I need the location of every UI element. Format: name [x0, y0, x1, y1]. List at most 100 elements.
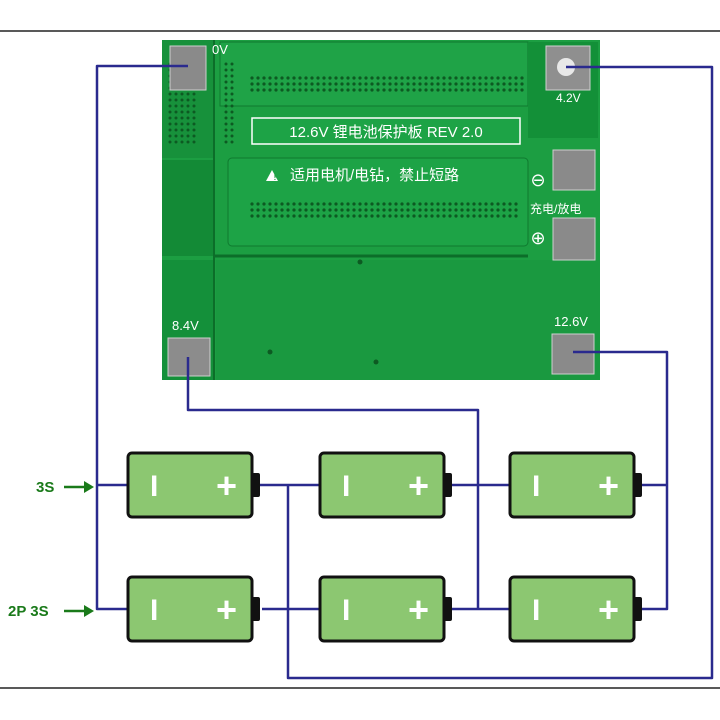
- via-dot: [224, 110, 228, 114]
- via-dot: [418, 208, 422, 212]
- via-dot: [310, 214, 314, 218]
- via-dot: [400, 88, 404, 92]
- via-dot: [304, 202, 308, 206]
- wire-12-6v: [573, 350, 669, 611]
- warning-text: 适用电机/电钻，禁止短路: [290, 167, 459, 184]
- via-dot: [340, 214, 344, 218]
- via-dot: [268, 82, 272, 86]
- battery: I+: [508, 451, 642, 519]
- via-dot: [186, 104, 190, 108]
- via-row-top: [250, 76, 524, 92]
- via-dot: [322, 208, 326, 212]
- via-dot: [168, 140, 172, 144]
- via-dot: [388, 76, 392, 80]
- via-dot: [460, 76, 464, 80]
- via-dot: [496, 214, 500, 218]
- via-dot: [370, 82, 374, 86]
- via-dot: [230, 86, 234, 90]
- via-dot: [274, 202, 278, 206]
- via-dot: [454, 202, 458, 206]
- via-dot: [496, 88, 500, 92]
- via-dot: [346, 208, 350, 212]
- via-dot: [520, 82, 524, 86]
- via-dot: [454, 214, 458, 218]
- via-dot: [186, 140, 190, 144]
- via-dot: [436, 208, 440, 212]
- via-dot: [292, 202, 296, 206]
- via-dot: [310, 76, 314, 80]
- via-dot: [346, 202, 350, 206]
- pad-12-6v: [551, 333, 595, 375]
- via-dot: [268, 214, 272, 218]
- via-dot: [192, 128, 196, 132]
- via-dot: [224, 62, 228, 66]
- battery-minus-label: I: [532, 594, 540, 627]
- via-dot: [490, 208, 494, 212]
- via-dot: [448, 76, 452, 80]
- via-dot: [250, 208, 254, 212]
- via-dot: [180, 128, 184, 132]
- via-dot: [412, 88, 416, 92]
- via-dot: [268, 76, 272, 80]
- via-dot: [388, 214, 392, 218]
- via-dot: [262, 214, 266, 218]
- via-dot: [224, 122, 228, 126]
- via-dot: [454, 208, 458, 212]
- via-dot: [412, 208, 416, 212]
- plus-symbol: ⊕: [530, 228, 545, 249]
- via-dot: [340, 82, 344, 86]
- via-dot: [192, 140, 196, 144]
- via-dot: [292, 82, 296, 86]
- via-dot: [256, 202, 260, 206]
- via-dot: [358, 88, 362, 92]
- battery-minus-label: I: [532, 470, 540, 503]
- via-dot: [328, 76, 332, 80]
- via-dot: [316, 82, 320, 86]
- via-dot: [186, 128, 190, 132]
- battery: I+: [508, 575, 642, 643]
- pcb-board: 12.6V 锂电池保护板 REV 2.0 ! 适用电机/电钻，禁止短路 0V 4…: [162, 40, 600, 380]
- via-dot: [304, 82, 308, 86]
- via-dot: [224, 128, 228, 132]
- via-dot: [460, 202, 464, 206]
- via-dot: [286, 208, 290, 212]
- via-dot: [454, 76, 458, 80]
- via-dot: [224, 140, 228, 144]
- via-dot: [346, 76, 350, 80]
- via-dot: [256, 208, 260, 212]
- title-box: [251, 117, 521, 145]
- via-dot: [514, 214, 518, 218]
- via-dot: [298, 82, 302, 86]
- pcb-lower-region: [216, 260, 600, 380]
- via-dot: [274, 82, 278, 86]
- label-12-6v: 12.6V: [554, 314, 588, 329]
- via-dot: [490, 202, 494, 206]
- via-dot: [448, 88, 452, 92]
- via-dot: [340, 76, 344, 80]
- via-dot: [224, 116, 228, 120]
- via-dot: [388, 208, 392, 212]
- label-charge-discharge: 充电/放电: [530, 201, 581, 216]
- via-dot: [382, 208, 386, 212]
- via-dot: [192, 110, 196, 114]
- via-dot: [460, 82, 464, 86]
- via-dot: [292, 208, 296, 212]
- via-dot: [224, 92, 228, 96]
- via-dot: [180, 116, 184, 120]
- via-dot: [310, 82, 314, 86]
- via-dot: [484, 214, 488, 218]
- via-dot: [382, 82, 386, 86]
- via-dot: [256, 88, 260, 92]
- pad-negative: [552, 149, 596, 191]
- via-dot: [460, 214, 464, 218]
- via-dot: [267, 349, 273, 355]
- battery-plus-label: +: [216, 465, 237, 506]
- via-dot: [478, 88, 482, 92]
- via-dot: [424, 214, 428, 218]
- via-dot: [174, 104, 178, 108]
- via-dot: [412, 76, 416, 80]
- wire-8-4v: [186, 357, 480, 609]
- battery-plus-label: +: [598, 465, 619, 506]
- battery-grid: I+I+I+I+I+I+: [126, 451, 642, 643]
- via-dot: [400, 76, 404, 80]
